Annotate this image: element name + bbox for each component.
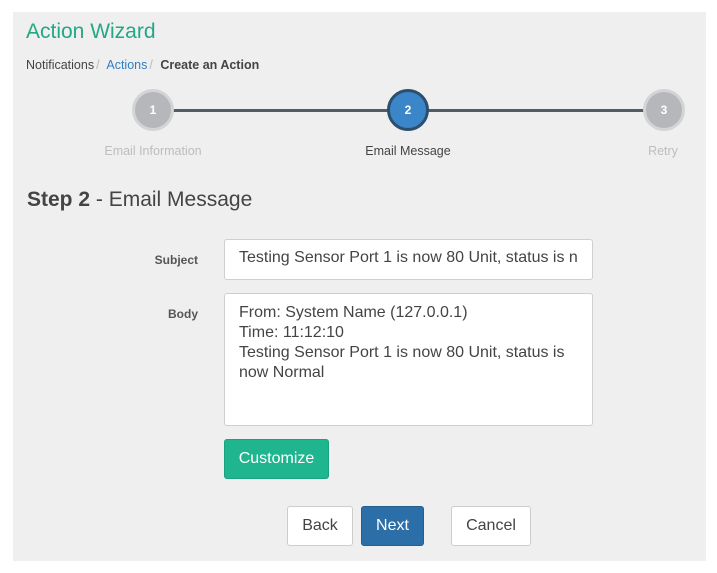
subject-input-value: Testing Sensor Port 1 is now 80 Unit, st… — [239, 249, 578, 266]
body-line-message: Testing Sensor Port 1 is now 80 Unit, st… — [239, 344, 565, 381]
step-2-number: 2 — [404, 103, 412, 117]
wizard-panel: Action Wizard Notifications/ Actions/ Cr… — [13, 12, 706, 561]
step-heading: Step 2 - Email Message — [27, 188, 252, 212]
step-1-indicator: 1 — [132, 89, 174, 131]
body-label: Body — [168, 307, 198, 321]
customize-button[interactable]: Customize — [224, 439, 329, 479]
step-1-number: 1 — [149, 103, 157, 117]
step-1-label: Email Information — [104, 144, 202, 158]
step-3-label: Retry — [648, 144, 678, 158]
page-title: Action Wizard — [26, 20, 156, 43]
subject-input[interactable]: Testing Sensor Port 1 is now 80 Unit, st… — [224, 239, 593, 280]
step-3-number: 3 — [660, 103, 668, 117]
body-textarea[interactable]: From: System Name (127.0.0.1) Time: 11:1… — [224, 293, 593, 426]
body-line-from: From: System Name (127.0.0.1) — [239, 304, 468, 321]
breadcrumb: Notifications/ Actions/ Create an Action — [26, 58, 259, 72]
breadcrumb-notifications[interactable]: Notifications — [26, 58, 95, 72]
step-heading-number: Step 2 — [27, 188, 91, 211]
step-2-indicator: 2 — [387, 89, 429, 131]
breadcrumb-separator: / — [149, 58, 153, 72]
step-3-indicator: 3 — [643, 89, 685, 131]
breadcrumb-current: Create an Action — [160, 58, 260, 72]
breadcrumb-actions-link[interactable]: Actions — [106, 58, 148, 72]
step-2-label: Email Message — [365, 144, 451, 158]
body-line-time: Time: 11:12:10 — [239, 324, 344, 341]
breadcrumb-separator: / — [96, 58, 100, 72]
step-heading-text: - Email Message — [90, 188, 253, 211]
back-button[interactable]: Back — [287, 506, 353, 546]
next-button[interactable]: Next — [361, 506, 424, 546]
subject-label: Subject — [154, 253, 198, 267]
cancel-button[interactable]: Cancel — [451, 506, 531, 546]
